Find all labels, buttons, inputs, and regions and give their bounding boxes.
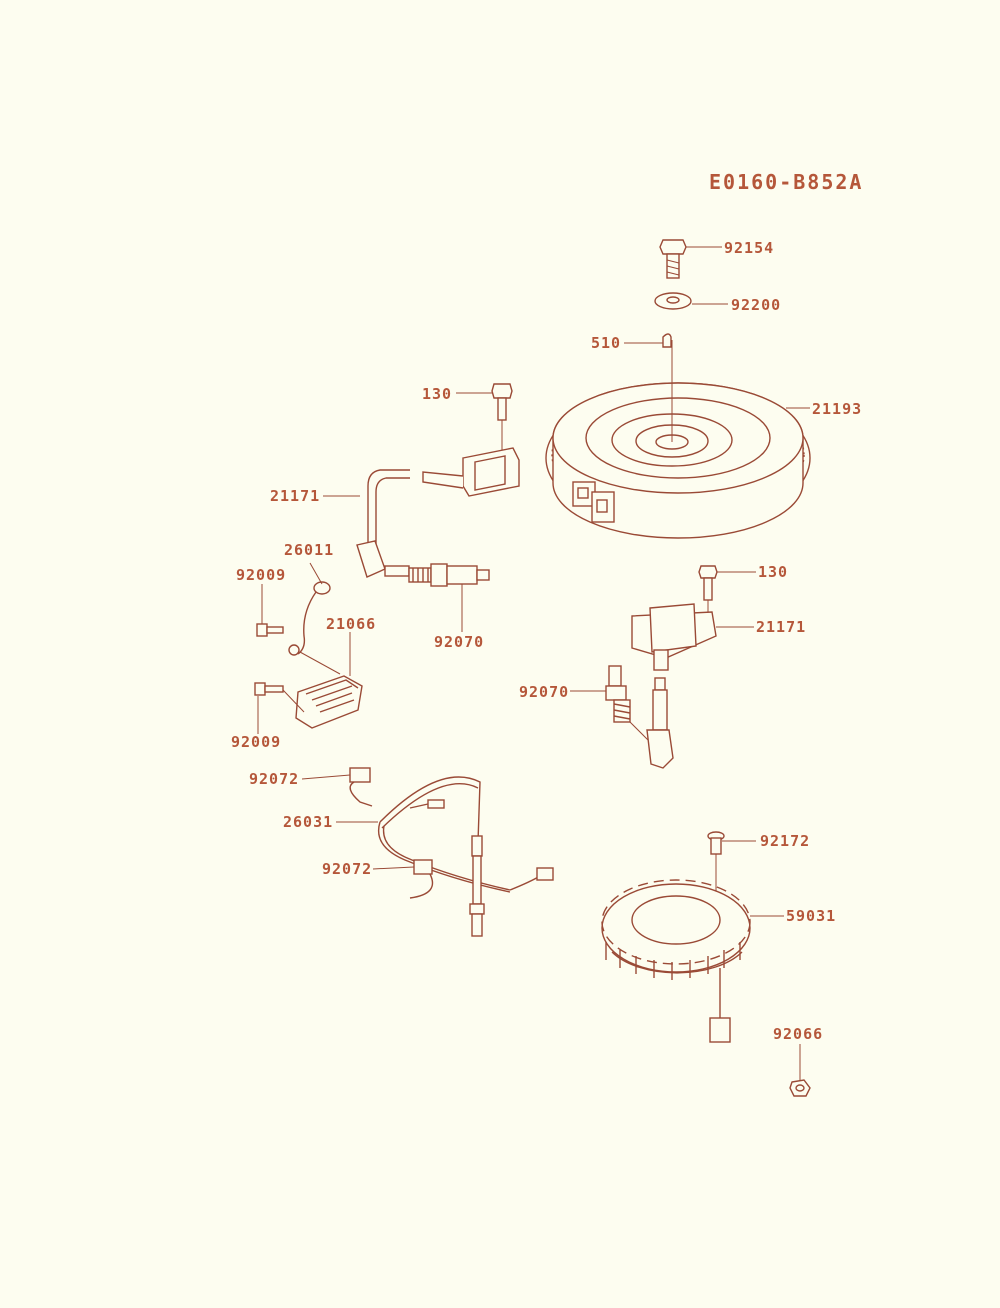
- wiring-harness-26031: [378, 776, 554, 937]
- callout-26011: 26011: [284, 541, 335, 559]
- callout-92070-right: 92070: [519, 683, 570, 701]
- spark-plug-92070-left: [408, 563, 490, 587]
- spark-plug-92070-right: [605, 665, 649, 741]
- flywheel-21193: [545, 382, 811, 539]
- callout-92066: 92066: [773, 1025, 824, 1043]
- ignition-module-21066: [295, 675, 363, 729]
- bolt-92154: [659, 239, 687, 279]
- nut-92066: [789, 1079, 811, 1097]
- bolt-130-right: [698, 565, 718, 601]
- bolt-130-top: [491, 383, 513, 421]
- callout-21066: 21066: [326, 615, 377, 633]
- stator-59031: [601, 879, 751, 1043]
- bolt-92009-bottom: [254, 682, 284, 696]
- diagram-code: E0160-B852A: [709, 170, 864, 194]
- washer-92200: [654, 292, 692, 310]
- callout-510: 510: [591, 334, 622, 352]
- callout-92154: 92154: [724, 239, 775, 257]
- ground-wire-26011: [288, 581, 331, 656]
- callout-59031: 59031: [786, 907, 837, 925]
- ignition-coil-21171-lower: [631, 603, 717, 769]
- key-510: [662, 333, 672, 348]
- screw-92172: [707, 831, 725, 855]
- ignition-coil-21171-upper: [356, 447, 520, 578]
- callout-21171-left: 21171: [270, 487, 321, 505]
- bolt-92009-top: [256, 623, 284, 637]
- connector-92072-top: [349, 767, 373, 807]
- callout-92172: 92172: [760, 832, 811, 850]
- callout-92009-top: 92009: [236, 566, 287, 584]
- callout-92009-bottom: 92009: [231, 733, 282, 751]
- callout-92200: 92200: [731, 296, 782, 314]
- connector-92072-bottom: [409, 859, 434, 899]
- callout-92072-top: 92072: [249, 770, 300, 788]
- callout-21171-right: 21171: [756, 618, 807, 636]
- callout-130-top: 130: [422, 385, 453, 403]
- callout-92072-bottom: 92072: [322, 860, 373, 878]
- callout-26031: 26031: [283, 813, 334, 831]
- leader-lines: [257, 246, 810, 1080]
- callout-21193: 21193: [812, 400, 863, 418]
- callout-92070-left: 92070: [434, 633, 485, 651]
- callout-130-right: 130: [758, 563, 789, 581]
